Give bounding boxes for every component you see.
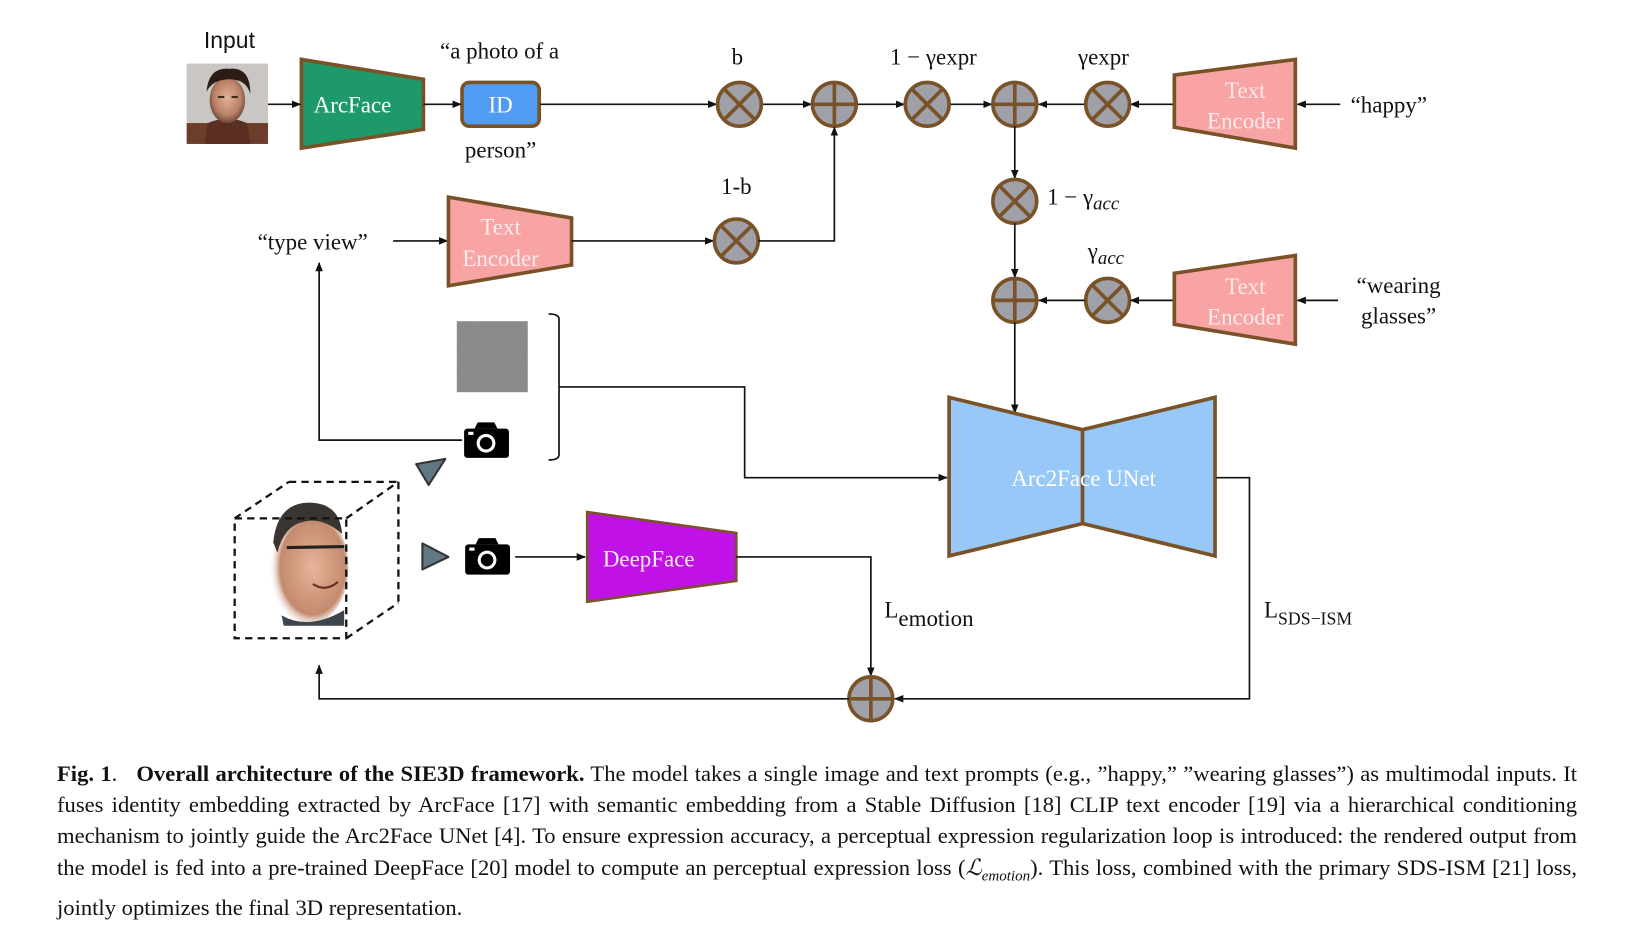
multiply-operator-1-minus-b [712,217,761,265]
deepface-network [585,510,738,604]
text-encoder-expression-line1: Text [1225,78,1266,103]
id-label: ID [489,93,513,118]
caption-text-part1: The model takes a single image and text … [57,761,1577,880]
caption-fig-number: Fig. 1 [57,761,112,786]
text-encoder-view-line2: Encoder [462,246,539,271]
weight-1-minus-gamma-expr-label: 1 − γexpr [890,45,977,70]
deepface-label: DeepFace [603,546,695,571]
input-label: Input [204,27,256,53]
weight-gamma-acc-label: γacc [1087,239,1125,269]
text-encoder-expression-line2: Encoder [1207,108,1284,133]
arrow-unet-to-loss-sum [893,476,1251,703]
arrow-deepface-to-loss-sum [736,556,875,677]
caption-text-part2: ). This loss, combined with the primary … [57,854,1577,921]
input-bracket [548,313,560,461]
multiply-operator-1-minus-gamma-expr [903,80,951,129]
arrow-noise-camera-to-unet [559,386,948,482]
weight-1-minus-b-label: 1-b [721,174,752,199]
caption-loss-symbol: ℒemotion [965,854,1031,885]
prompt-happy: “happy” [1351,93,1427,118]
arc2face-unet-decoder-half [1080,395,1217,559]
add-operator-identity-view [810,80,859,129]
id-embedding-box [460,80,542,129]
camera-direction-marker-top [415,457,447,487]
text-encoder-view [446,194,574,288]
noise-image [456,321,528,393]
camera-icon-render [465,538,511,575]
text-encoder-expression [1172,57,1298,151]
weight-1-minus-gamma-acc-label: 1 − γacc [1047,184,1120,214]
arrow-loss-to-3d-representation [315,664,849,700]
weight-gamma-expr-label: γexpr [1077,45,1129,70]
camera-icon-view [464,422,509,458]
text-encoder-accessory [1172,253,1298,347]
arrow-camera-to-type-view [315,261,463,441]
multiply-operator-gamma-expr [1083,80,1132,129]
3d-representation-cube [233,480,400,640]
text-encoder-accessory-line2: Encoder [1207,304,1284,329]
prompt-wearing-line2: glasses” [1361,303,1436,328]
figure-caption: Fig. 1. Overall architecture of the SIE3… [57,761,1577,921]
arcface-label: ArcFace [314,93,392,118]
prompt-wearing-line1: “wearing [1357,273,1442,298]
multiply-operator-b [715,80,764,129]
arcface-encoder [299,57,426,151]
prompt-type-view: “type view” [258,229,368,254]
input-face-photo [186,63,269,144]
multiply-operator-gamma-acc [1083,276,1132,325]
add-operator-accessory [991,276,1039,325]
text-encoder-view-line1: Text [480,215,521,240]
unet-label: Arc2Face UNet [1011,466,1156,491]
weight-b-label: b [732,45,743,70]
id-prompt-bottom: person” [465,137,536,162]
caption-title: Overall architecture of the SIE3D framew… [136,761,585,786]
multiply-operator-1-minus-gamma-acc [991,177,1039,226]
text-encoder-accessory-line1: Text [1225,274,1266,299]
arrow-mult-1mb-to-add1 [758,126,839,242]
loss-sds-ism-label: LSDS−ISM [1264,597,1352,628]
id-prompt-top: “a photo of a [440,38,559,63]
add-operator-loss-sum [847,675,895,723]
add-operator-expression [991,80,1039,129]
camera-direction-marker-front [421,542,450,571]
loss-emotion-label: Lemotion [884,597,974,630]
